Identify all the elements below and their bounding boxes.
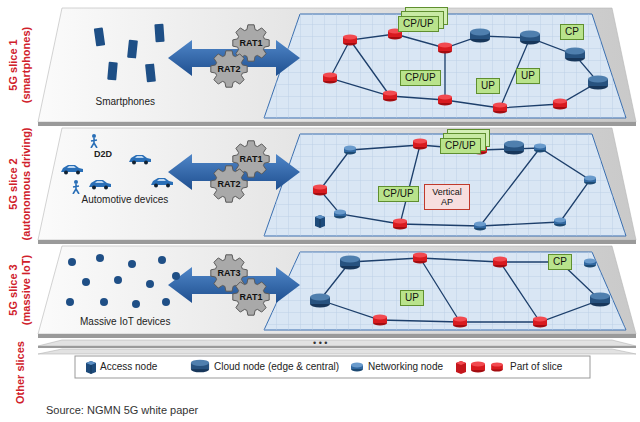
function-box: UP xyxy=(400,290,424,306)
ellipsis: • • • xyxy=(313,337,327,349)
slice-label: Other slices xyxy=(14,332,27,412)
slice-layer: 5G slice 2 (autonomous driving)D2DAutomo… xyxy=(0,128,640,240)
function-label: CP/UP xyxy=(403,18,434,30)
slice-layer: 5G slice 1 (smartphones) Smartphones RAT1R… xyxy=(0,8,640,122)
function-label: UP xyxy=(481,80,495,92)
function-label: CP/UP xyxy=(383,188,414,200)
function-label: CP/UP xyxy=(405,72,436,84)
legend-text: Networking node xyxy=(368,361,443,373)
rat-label: RAT2 xyxy=(218,64,241,74)
function-label: UP xyxy=(521,70,535,82)
rat-label: RAT1 xyxy=(240,38,263,48)
legend-text: Access node xyxy=(100,361,157,373)
rat-gear: RAT2 xyxy=(210,50,248,88)
function-box: CP/UP xyxy=(378,186,419,202)
function-box: CP/UP xyxy=(440,138,481,154)
function-label: CP xyxy=(553,256,567,268)
device-caption: Smartphones xyxy=(96,96,155,108)
device-caption: Automotive devices xyxy=(82,194,169,206)
function-box: UP xyxy=(516,68,540,84)
function-box: UP xyxy=(476,78,500,94)
function-label: Vertical AP xyxy=(427,187,467,207)
rat-label: RAT1 xyxy=(240,292,263,302)
function-box: CP xyxy=(548,254,572,270)
rat-gear: RAT2 xyxy=(210,165,248,203)
slice-label: 5G slice 2 (autonomous driving) xyxy=(7,124,33,244)
slice-label: 5G slice 1 (smartphones) xyxy=(7,17,33,113)
slice-layer: 5G slice 3 (massive IoT) Massive IoT devi… xyxy=(0,246,640,336)
rat-gear: RAT1 xyxy=(232,278,270,316)
rat-label: RAT3 xyxy=(218,268,241,278)
legend-text: Part of slice xyxy=(510,361,562,373)
function-label: CP xyxy=(565,26,579,38)
vertical-ap-box: Vertical AP xyxy=(424,184,470,210)
function-label: CP/UP xyxy=(445,140,476,152)
function-label: UP xyxy=(405,292,419,304)
function-box: CP xyxy=(560,24,584,40)
slice-label: 5G slice 3 (massive IoT) xyxy=(7,247,33,333)
source-caption: Source: NGMN 5G white paper xyxy=(46,404,198,417)
device-caption: Massive IoT devices xyxy=(80,316,170,328)
function-box: CP/UP xyxy=(398,16,439,32)
function-box: CP/UP xyxy=(400,70,441,86)
rat-label: RAT1 xyxy=(240,154,263,164)
d2d-label: D2D xyxy=(94,148,112,160)
legend-text: Cloud node (edge & central) xyxy=(214,361,339,373)
rat-label: RAT2 xyxy=(218,179,241,189)
